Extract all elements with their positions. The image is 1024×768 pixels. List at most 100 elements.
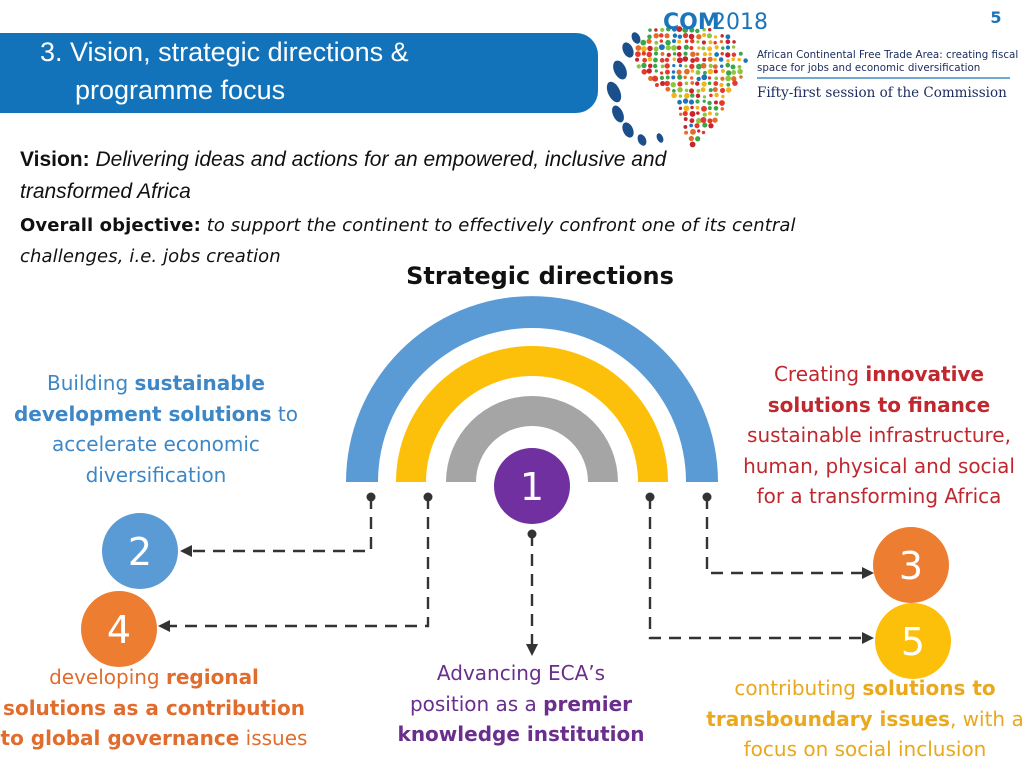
logo-dot: [697, 46, 701, 50]
logo-dot: [713, 35, 718, 39]
logo-dot: [719, 100, 725, 106]
logo-dot: [652, 75, 659, 82]
logo-dot: [701, 81, 707, 87]
logo-dot: [653, 57, 658, 63]
logo-dot: [720, 76, 725, 81]
logo-rim-shape: [637, 134, 647, 146]
logo-dot: [635, 57, 640, 62]
logo-dot: [677, 34, 683, 39]
logo-dot: [732, 80, 738, 86]
logo-dot: [653, 63, 658, 69]
logo-dot: [694, 57, 700, 63]
connector-1-dot: [527, 529, 537, 539]
objective-label: Overall objective:: [20, 215, 201, 236]
logo-dot: [712, 64, 718, 69]
logo-dot: [702, 32, 707, 38]
logo-dot: [707, 100, 712, 106]
arrowhead-1: [526, 644, 538, 656]
logo-dot: [654, 69, 658, 73]
logo-dot: [702, 99, 706, 103]
direction-2-circle: [102, 513, 178, 589]
logo-dot: [660, 52, 665, 56]
logo-dot: [676, 52, 682, 57]
logo-dot: [641, 62, 647, 69]
logo-dot: [714, 45, 719, 50]
logo-dot: [696, 111, 700, 115]
logo-dot: [700, 117, 707, 124]
logo-dot: [708, 111, 712, 116]
logo-rim-shape: [612, 105, 624, 123]
logo-dot: [660, 64, 665, 69]
logo-dot: [712, 117, 718, 123]
logo-dot: [684, 130, 689, 135]
logo-dot: [664, 63, 670, 69]
logo-dot: [701, 46, 706, 51]
logo-dot: [690, 81, 695, 85]
logo-dot: [695, 70, 701, 75]
logo-dot: [725, 34, 731, 40]
logo-dot: [676, 26, 683, 33]
arrowhead-3: [862, 567, 874, 579]
logo-rim-shape: [622, 122, 634, 138]
objective-line-1: Overall objective: to support the contin…: [20, 215, 796, 236]
logo-dot: [690, 93, 695, 98]
logo-dot: [683, 44, 689, 50]
logo-dot: [695, 93, 701, 99]
logo-dot: [713, 100, 718, 105]
logo-dot: [695, 136, 701, 142]
logo-dot: [689, 46, 694, 51]
strategic-directions-heading: Strategic directions: [406, 262, 674, 290]
logo-dot: [682, 32, 689, 39]
logo-dot: [646, 51, 653, 58]
logo-dot: [678, 94, 683, 98]
logo-dot: [713, 41, 717, 45]
logo-dot: [701, 74, 708, 81]
blue-arc-band: [346, 296, 718, 482]
logo-dot: [666, 26, 671, 32]
logo-dot: [635, 51, 641, 57]
logo-dot: [726, 82, 731, 87]
logo-dot: [654, 82, 659, 87]
logo-dot: [676, 57, 683, 64]
logo-dot: [677, 39, 682, 44]
connector-3-dot: [702, 492, 712, 502]
logo-dot: [658, 44, 665, 51]
logo-dot: [659, 33, 664, 38]
logo-dot: [684, 39, 689, 44]
logo-dot: [725, 45, 731, 50]
logo-dot: [707, 118, 713, 124]
logo-dot: [719, 39, 724, 44]
logo-dot: [654, 28, 658, 32]
logo-dot: [659, 71, 664, 75]
logo-dot: [725, 62, 731, 68]
logo-dot: [708, 52, 712, 56]
logo-dot: [707, 56, 713, 62]
logo-dot: [647, 45, 653, 52]
logo-dot: [720, 52, 724, 56]
page-number: 5: [990, 8, 1002, 27]
logo-rim-shape: [631, 32, 641, 44]
logo-dot: [666, 52, 671, 58]
logo-dot: [679, 112, 683, 116]
connector-5-dot: [645, 492, 655, 502]
objective-text-1: to support the continent to effectively …: [206, 215, 796, 236]
logo-dot: [659, 58, 665, 63]
logo-dot: [703, 70, 707, 75]
direction-4-text: developing regional solutions as a contr…: [0, 665, 308, 750]
logo-dot: [640, 39, 647, 46]
vision-text-2: transformed Africa: [20, 180, 191, 203]
logo-dot: [701, 40, 706, 45]
logo-dot: [677, 87, 683, 93]
objective-text-2: challenges, i.e. jobs creation: [20, 246, 281, 267]
direction-2-number: 2: [128, 530, 152, 574]
logo-dot: [678, 106, 683, 111]
logo-dot: [707, 81, 712, 86]
logo-dot: [660, 27, 665, 32]
logo-dot: [696, 34, 702, 40]
logo-dot: [672, 52, 677, 56]
com-2018-logo: COM 2018 African Continental Free Trade …: [606, 10, 1018, 148]
vision-line-2: transformed Africa: [20, 180, 191, 204]
logo-dot: [676, 69, 682, 75]
logo-dot: [720, 34, 724, 38]
logo-dot: [682, 26, 689, 33]
